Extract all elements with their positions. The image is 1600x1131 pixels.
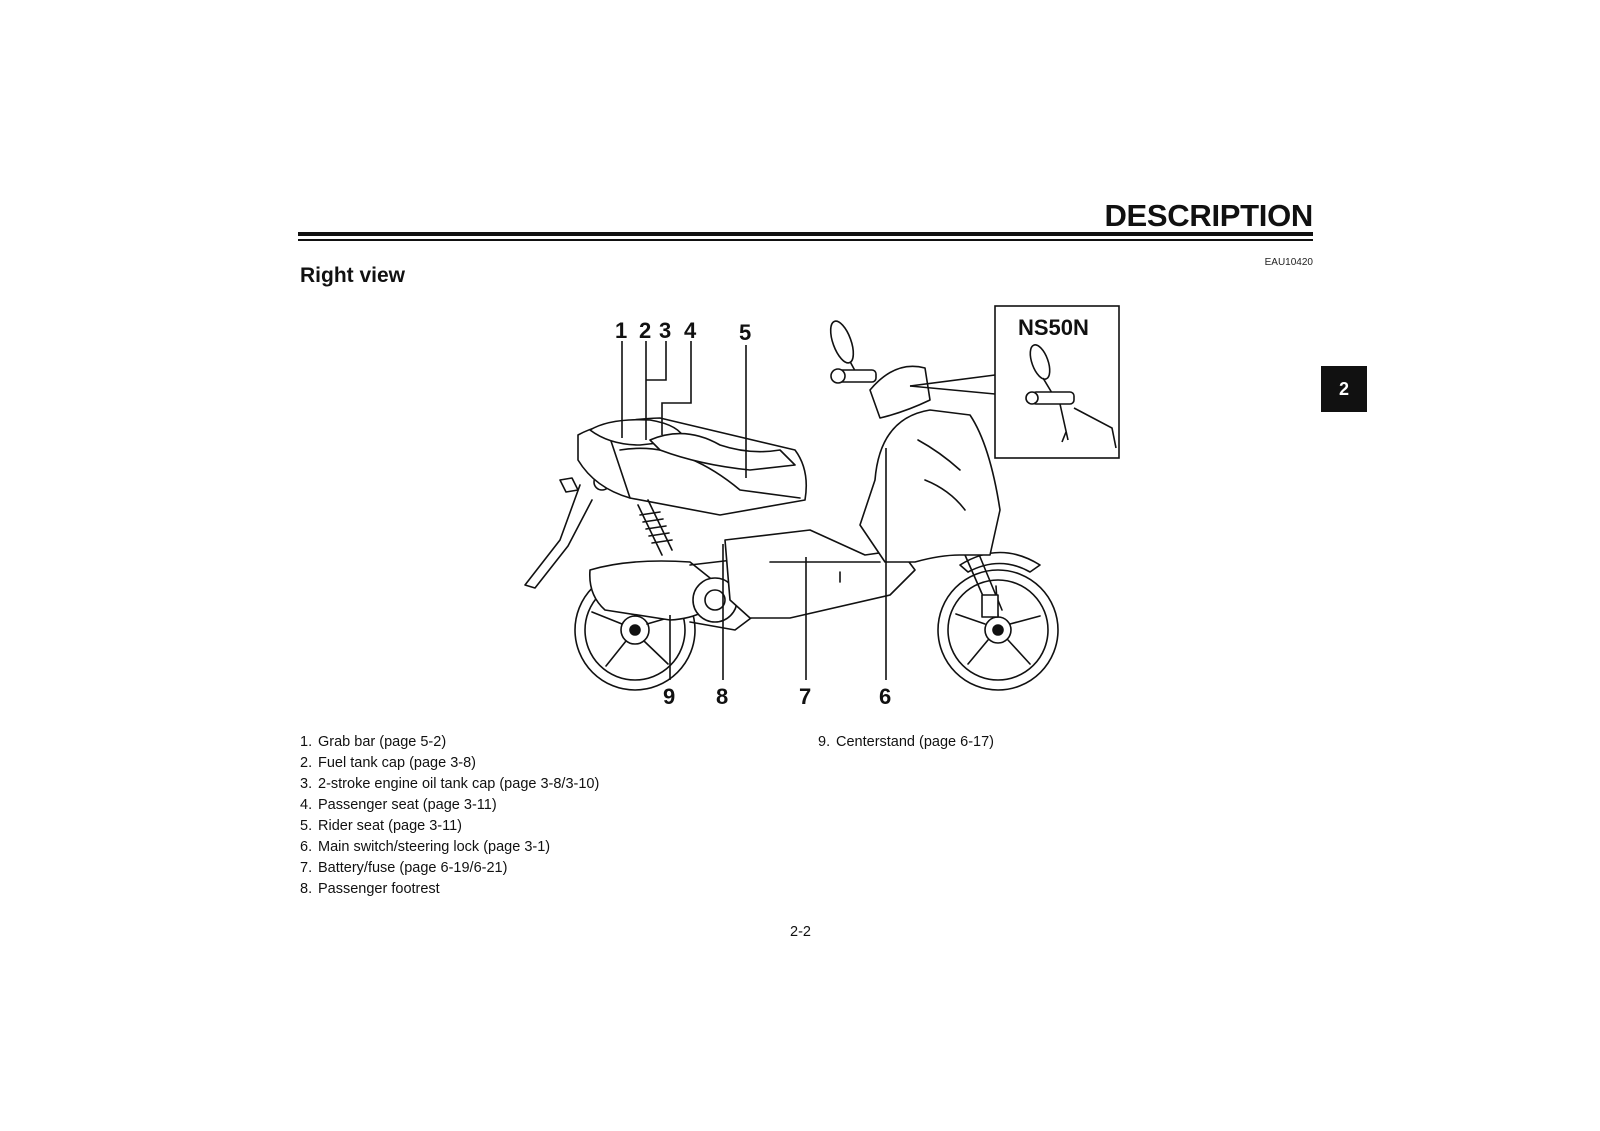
page-number: 2-2 (790, 924, 811, 940)
callout-leader-lines (621, 341, 996, 680)
scooter-diagram: NS50N 1 2 3 4 5 6 7 8 9 (524, 305, 1120, 709)
parts-legend-column-1: 1.Grab bar (page 5-2) 2.Fuel tank cap (p… (300, 732, 599, 900)
legend-item: 5.Rider seat (page 3-11) (300, 818, 463, 834)
scooter-illustration (524, 320, 1059, 691)
legend-item: 6.Main switch/steering lock (page 3-1) (300, 839, 551, 855)
ns50n-inset: NS50N (994, 305, 1120, 459)
callout-4: 4 (684, 318, 697, 343)
callout-9: 9 (663, 684, 675, 709)
legend-item: 4.Passenger seat (page 3-11) (300, 797, 497, 813)
callout-3: 3 (659, 318, 671, 343)
legend-item: 7.Battery/fuse (page 6-19/6-21) (300, 860, 508, 876)
callout-5: 5 (739, 320, 751, 345)
legend-item: 3.2-stroke engine oil tank cap (page 3-8… (300, 776, 600, 792)
document-code: EAU10420 (1264, 257, 1313, 268)
legend-item: 2.Fuel tank cap (page 3-8) (300, 755, 476, 771)
legend-item: 8.Passenger footrest (300, 881, 440, 897)
inset-label: NS50N (1018, 315, 1089, 340)
callout-8: 8 (716, 684, 728, 709)
callout-1: 1 (615, 318, 627, 343)
legend-item: 9.Centerstand (page 6-17) (818, 734, 994, 750)
callout-6: 6 (879, 684, 891, 709)
chapter-tab[interactable]: 2 (1321, 366, 1367, 412)
subtitle: Right view (300, 264, 406, 287)
legend-item: 1.Grab bar (page 5-2) (300, 734, 447, 750)
callout-2: 2 (639, 318, 651, 343)
header-rule-thick (298, 232, 1313, 236)
section-title: DESCRIPTION (1104, 198, 1313, 233)
callout-7: 7 (799, 684, 811, 709)
callout-numbers: 1 2 3 4 5 6 7 8 9 (615, 318, 891, 709)
header-rule-thin (298, 239, 1313, 241)
parts-legend-column-2: 9.Centerstand (page 6-17) (818, 732, 994, 753)
